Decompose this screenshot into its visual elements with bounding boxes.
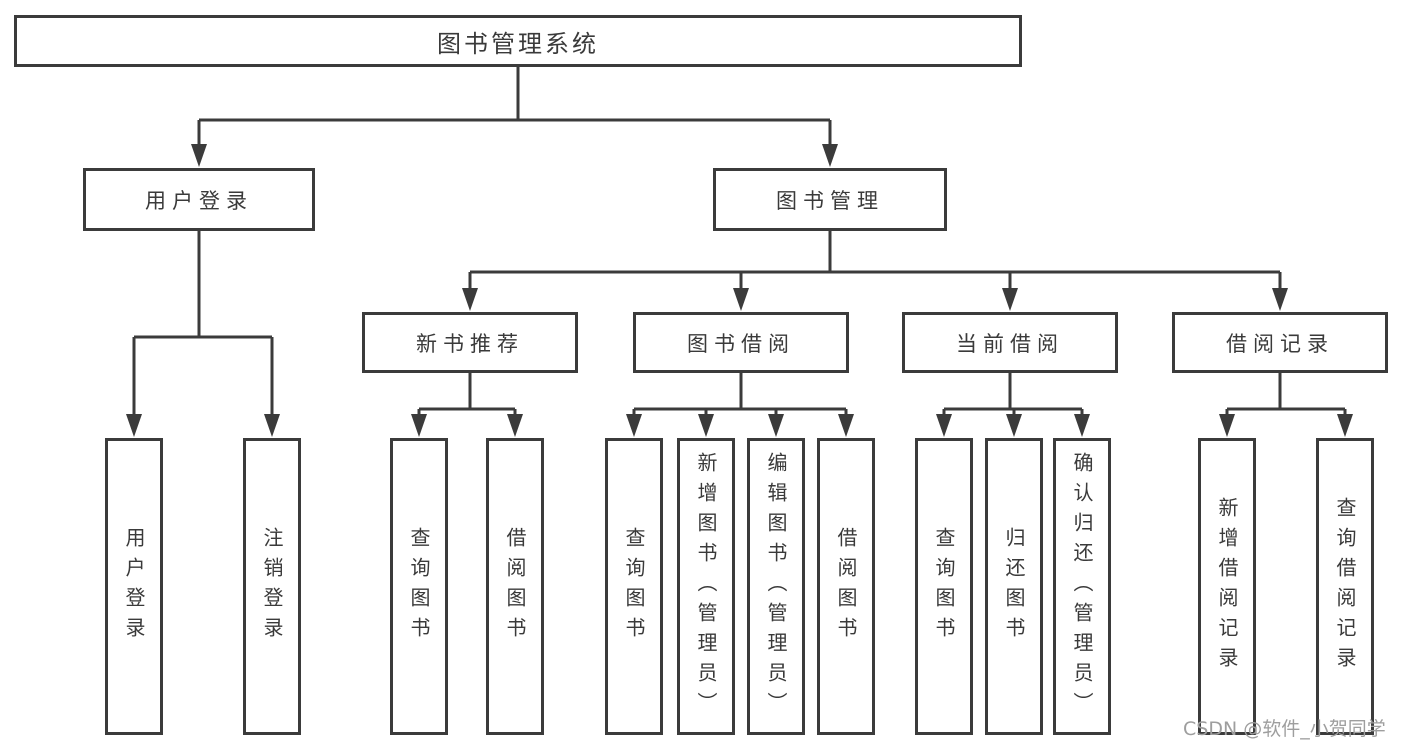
- node-current-borrow-label: 当前借阅: [956, 331, 1064, 356]
- leaf-user-login-label: 用户登录: [122, 526, 146, 647]
- node-book-borrow: 图书借阅: [633, 312, 849, 373]
- leaf-logout-login-label: 注销登录: [260, 526, 284, 647]
- leaf-currentborrow-query-books: 查询图书: [915, 438, 973, 735]
- csdn-watermark: CSDN @软件_小贺同学: [1183, 718, 1386, 740]
- leaf-bookborrow-add-books: 新增图书（管理员）: [677, 438, 735, 735]
- leaf-currentborrow-confirm-return-label: 确认归还（管理员）: [1070, 451, 1094, 722]
- leaf-bookborrow-query-books: 查询图书: [605, 438, 663, 735]
- leaf-bookborrow-edit-books: 编辑图书（管理员）: [747, 438, 805, 735]
- leaf-user-login: 用户登录: [105, 438, 163, 735]
- leaf-newbook-query-books-label: 查询图书: [407, 526, 431, 647]
- node-book-borrow-label: 图书借阅: [687, 331, 795, 356]
- node-root-label: 图书管理系统: [437, 29, 599, 58]
- node-user-login: 用户登录: [83, 168, 315, 231]
- leaf-newbook-borrow-books: 借阅图书: [486, 438, 544, 735]
- leaf-currentborrow-query-books-label: 查询图书: [932, 526, 956, 647]
- leaf-records-query-record-label: 查询借阅记录: [1333, 496, 1357, 677]
- leaf-records-add-record: 新增借阅记录: [1198, 438, 1256, 735]
- leaf-newbook-query-books: 查询图书: [390, 438, 448, 735]
- leaf-bookborrow-edit-books-label: 编辑图书（管理员）: [764, 451, 788, 722]
- node-book-management-label: 图书管理: [776, 188, 884, 213]
- node-user-login-label: 用户登录: [145, 188, 253, 213]
- leaf-bookborrow-borrow-books-label: 借阅图书: [834, 526, 858, 647]
- node-new-book-recommend-label: 新书推荐: [416, 331, 524, 356]
- leaf-records-add-record-label: 新增借阅记录: [1215, 496, 1239, 677]
- leaf-currentborrow-return-books-label: 归还图书: [1002, 526, 1026, 647]
- leaf-currentborrow-return-books: 归还图书: [985, 438, 1043, 735]
- node-new-book-recommend: 新书推荐: [362, 312, 578, 373]
- leaf-bookborrow-add-books-label: 新增图书（管理员）: [694, 451, 718, 722]
- leaf-bookborrow-borrow-books: 借阅图书: [817, 438, 875, 735]
- leaf-logout-login: 注销登录: [243, 438, 301, 735]
- leaf-records-query-record: 查询借阅记录: [1316, 438, 1374, 735]
- leaf-currentborrow-confirm-return: 确认归还（管理员）: [1053, 438, 1111, 735]
- node-book-management: 图书管理: [713, 168, 947, 231]
- leaf-bookborrow-query-books-label: 查询图书: [622, 526, 646, 647]
- leaf-newbook-borrow-books-label: 借阅图书: [503, 526, 527, 647]
- node-root: 图书管理系统: [14, 15, 1022, 67]
- node-borrow-records-label: 借阅记录: [1226, 331, 1334, 356]
- node-current-borrow: 当前借阅: [902, 312, 1118, 373]
- node-borrow-records: 借阅记录: [1172, 312, 1388, 373]
